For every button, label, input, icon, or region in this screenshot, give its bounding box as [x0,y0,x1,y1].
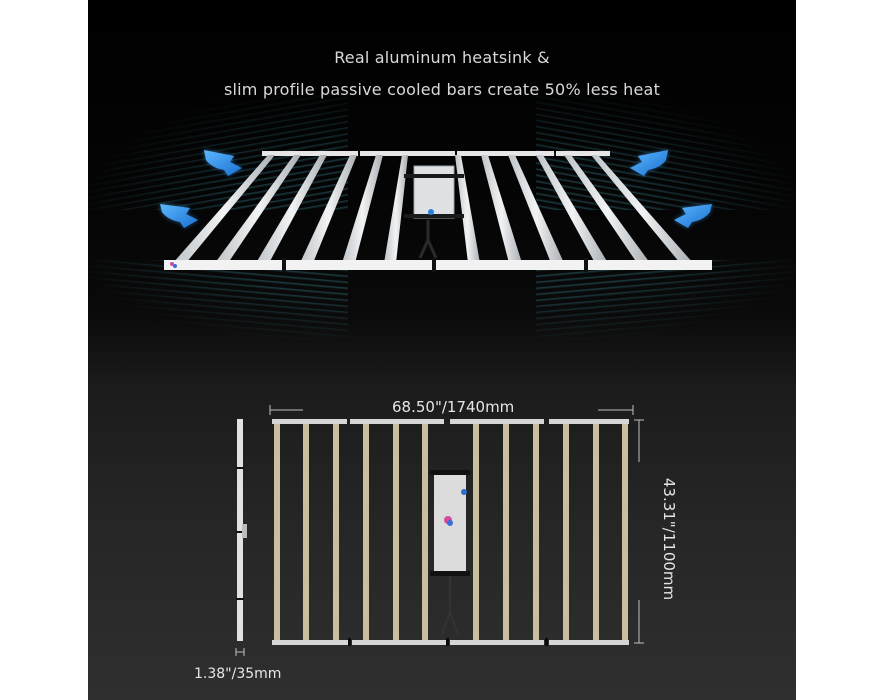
headline-line-2: slim profile passive cooled bars create … [223,80,661,99]
thickness-dimension-label: 1.38"/35mm [194,666,282,682]
width-dimension-line [269,405,634,415]
light-bars [173,155,693,263]
airflow-waves [536,260,796,340]
airflow-arrow-icon [160,204,198,228]
depth-dimension-line [634,419,644,644]
width-dimension-label: 68.50"/1740mm [392,398,515,416]
depth-dimension-label: 43.31"/1100mm [660,477,679,601]
airflow-arrow-icon [674,204,712,228]
product-image-panel: Real aluminum heatsink & slim profile pa… [88,0,796,700]
back-rail [262,151,610,156]
side-profile [235,419,247,656]
airflow-arrow-icon [204,150,242,176]
driver-unit-top [430,470,470,636]
grow-light-top-view [235,405,644,656]
airflow-arrow-icon [630,150,668,176]
driver-unit [404,165,464,259]
airflow-waves [536,90,796,210]
light-bars-top [274,424,628,640]
headline-line-1: Real aluminum heatsink & [334,48,550,67]
front-rail [164,258,712,272]
grow-light-3d-render [160,150,712,272]
airflow-waves [88,260,348,340]
